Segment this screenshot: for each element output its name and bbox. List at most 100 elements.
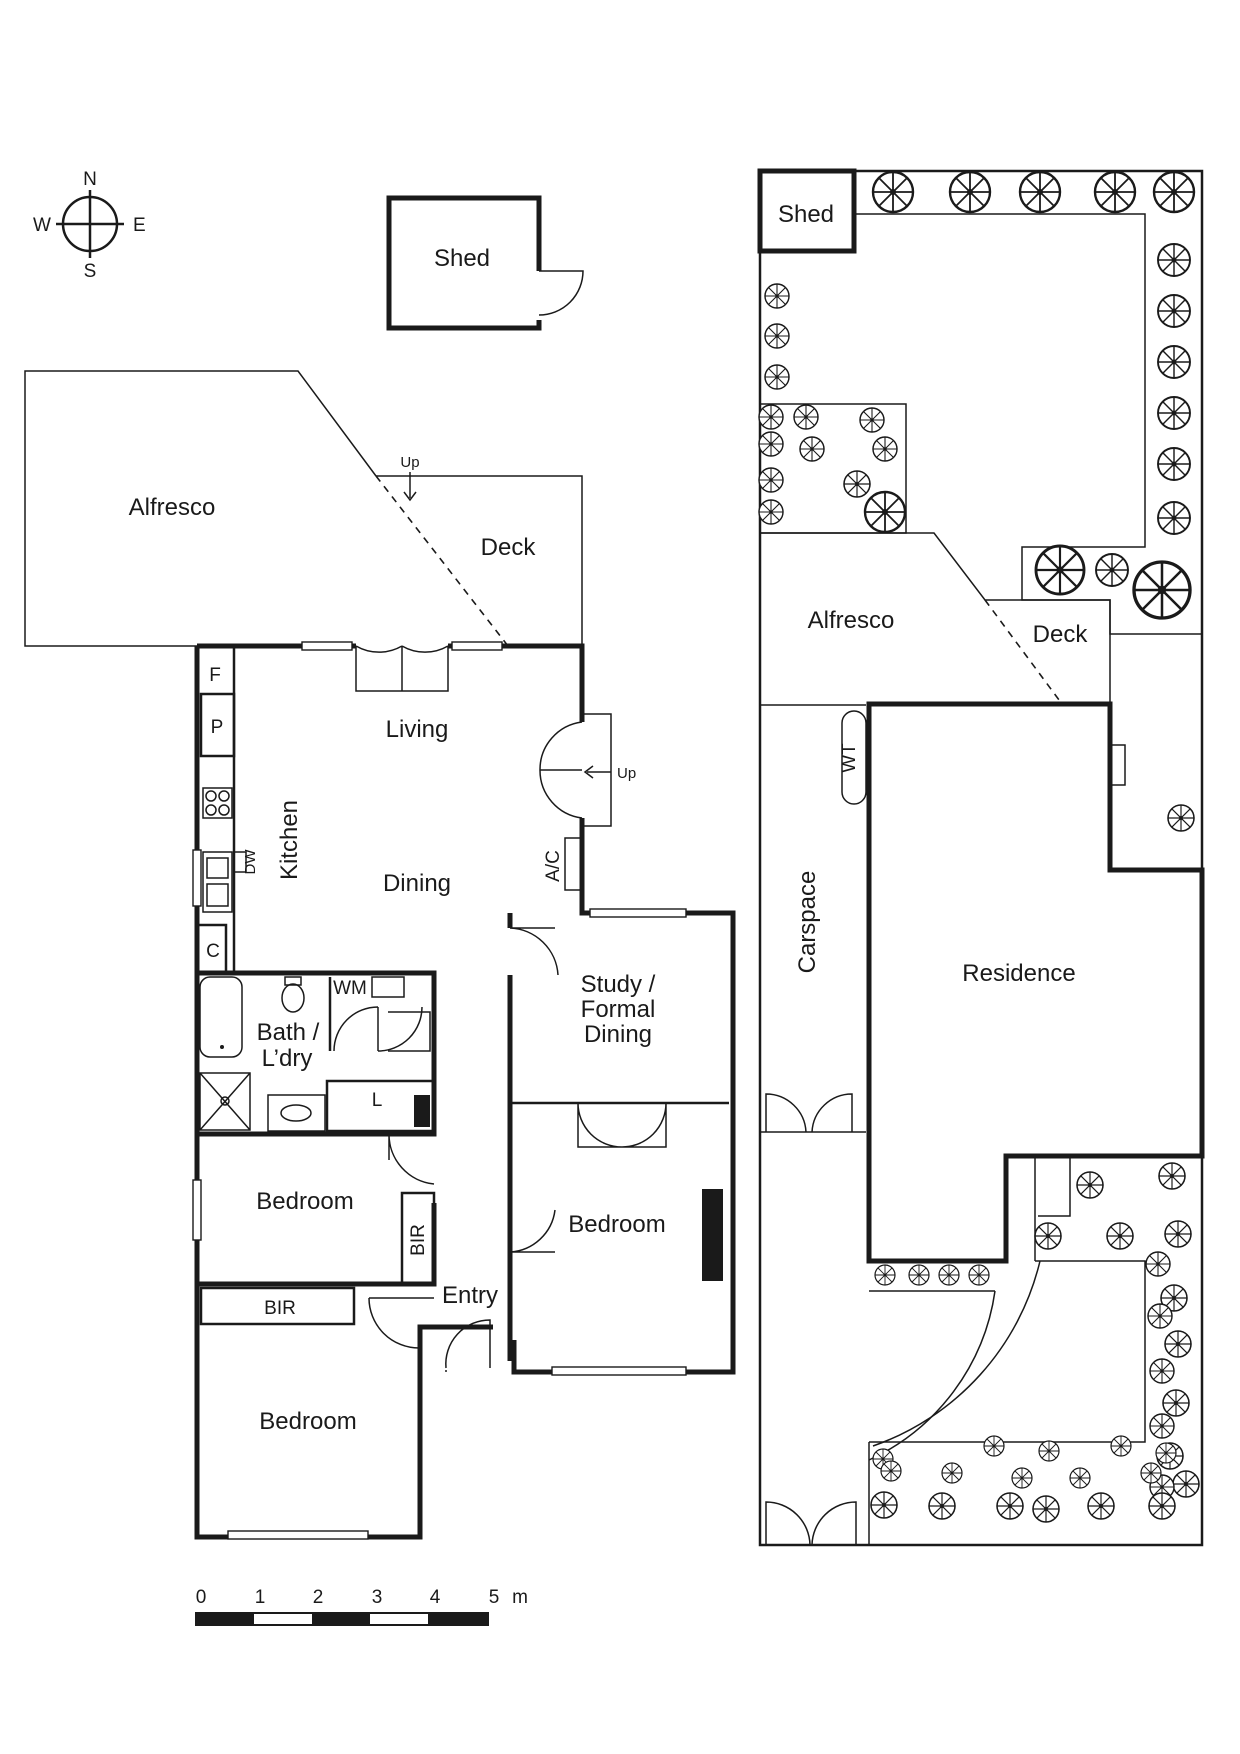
dining-label: Dining — [383, 870, 451, 897]
bedroom1-walls — [197, 1203, 437, 1287]
tree-icon — [1158, 397, 1190, 429]
tree-icon — [759, 468, 783, 492]
tree-icon — [1165, 1331, 1191, 1357]
bath-label-2: L’dry — [262, 1045, 313, 1072]
study-label-2: Formal — [581, 996, 656, 1023]
french-doors — [355, 645, 449, 692]
deck-up-label: Up — [400, 454, 419, 471]
kitchen-label: Kitchen — [276, 800, 303, 880]
tree-icon — [1148, 1304, 1172, 1328]
deck-outline — [376, 475, 583, 646]
tree-icon — [865, 492, 905, 532]
tree-icon — [765, 284, 789, 308]
tree-icon — [1111, 1436, 1131, 1456]
laundry-doors — [333, 1006, 423, 1052]
aircon-unit — [564, 837, 583, 891]
up-arrow-icon — [403, 491, 417, 502]
tree-icon — [1033, 1496, 1059, 1522]
tree-icon — [1039, 1441, 1059, 1461]
water-tank — [841, 710, 867, 805]
tree-icon — [794, 405, 818, 429]
pantry-label: P — [211, 717, 224, 738]
tree-icon — [1036, 546, 1084, 594]
vanity-icon — [267, 1094, 326, 1132]
shed-label: Shed — [434, 245, 490, 272]
tree-icon — [929, 1493, 955, 1519]
tree-icon — [871, 1492, 897, 1518]
tree-icon — [909, 1265, 929, 1285]
tree-icon — [1146, 1252, 1170, 1276]
deck-label: Deck — [481, 534, 537, 561]
window — [192, 849, 202, 907]
bedroom1-label: Bedroom — [256, 1188, 353, 1215]
tree-icon — [1020, 172, 1060, 212]
entry-label: Entry — [442, 1282, 498, 1309]
linen-cupboard — [325, 1079, 436, 1133]
window — [589, 908, 687, 918]
tree-icon — [1095, 172, 1135, 212]
compass-south: S — [84, 261, 97, 282]
compass-north: N — [83, 169, 97, 190]
tree-icon — [759, 500, 783, 524]
alfresco-deck-boundary — [375, 475, 509, 647]
side-up-label: Up — [617, 765, 636, 782]
tree-icon — [1107, 1223, 1133, 1249]
tree-icon — [1163, 1390, 1189, 1416]
tree-icon — [1070, 1468, 1090, 1488]
tree-icon — [765, 365, 789, 389]
tree-icon — [844, 471, 870, 497]
scale-bar: 0 1 2 3 4 5 m — [195, 1587, 528, 1626]
bath-label-1: Bath / — [257, 1019, 320, 1046]
tree-icon — [1158, 346, 1190, 378]
site-shed — [757, 168, 857, 254]
tree-icon — [1158, 295, 1190, 327]
floor-plan: Shed Alfresco Deck Up Up A/C Living Dini… — [24, 195, 736, 1540]
site-alfresco-label: Alfresco — [808, 607, 895, 634]
study-door — [509, 927, 559, 976]
tree-icon — [765, 324, 789, 348]
linen-label: L — [372, 1090, 383, 1111]
tree-icon — [1088, 1493, 1114, 1519]
bathtub-icon — [199, 976, 243, 1058]
bir-1 — [400, 1191, 436, 1286]
bir-2 — [199, 1286, 356, 1326]
tree-icon — [1035, 1223, 1061, 1249]
house-outer-walls — [194, 643, 736, 1540]
shed-door — [538, 270, 584, 316]
dishwasher-label: DW — [242, 849, 259, 875]
tree-icon — [800, 437, 824, 461]
fireplace — [702, 1189, 723, 1281]
front-gates — [765, 1501, 857, 1546]
compass-west: W — [33, 215, 51, 236]
bir2-label: BIR — [264, 1298, 296, 1319]
tree-icon — [759, 432, 783, 456]
study-label-3: Dining — [584, 1021, 652, 1048]
tree-icon — [1149, 1493, 1175, 1519]
bir1-label: BIR — [408, 1224, 429, 1256]
window — [451, 641, 503, 651]
tree-icon — [759, 405, 783, 429]
scale-label-3: 3 — [372, 1587, 383, 1608]
site-shed-label: Shed — [778, 201, 834, 228]
front-path — [868, 1290, 996, 1461]
living-label: Living — [386, 716, 449, 743]
tree-icon — [1141, 1463, 1161, 1483]
scale-label-5: 5 — [489, 1587, 500, 1608]
site-deck-label: Deck — [1033, 621, 1089, 648]
carspace-gates — [765, 1093, 853, 1133]
scale-label-2: 2 — [313, 1587, 324, 1608]
tree-icon — [1154, 172, 1194, 212]
laundry-trough — [371, 976, 405, 998]
front-door — [445, 1319, 491, 1372]
tree-icon — [873, 437, 897, 461]
carspace-label: Carspace — [794, 871, 821, 974]
tree-icon — [969, 1265, 989, 1285]
alfresco-outline — [24, 370, 377, 647]
tree-icon — [1158, 448, 1190, 480]
dishwasher — [233, 851, 247, 873]
window — [551, 1366, 687, 1376]
water-tank-label: WT — [839, 743, 860, 773]
garden-trees — [759, 172, 1199, 1522]
shed-walls — [386, 195, 542, 331]
residence-label: Residence — [962, 960, 1075, 987]
